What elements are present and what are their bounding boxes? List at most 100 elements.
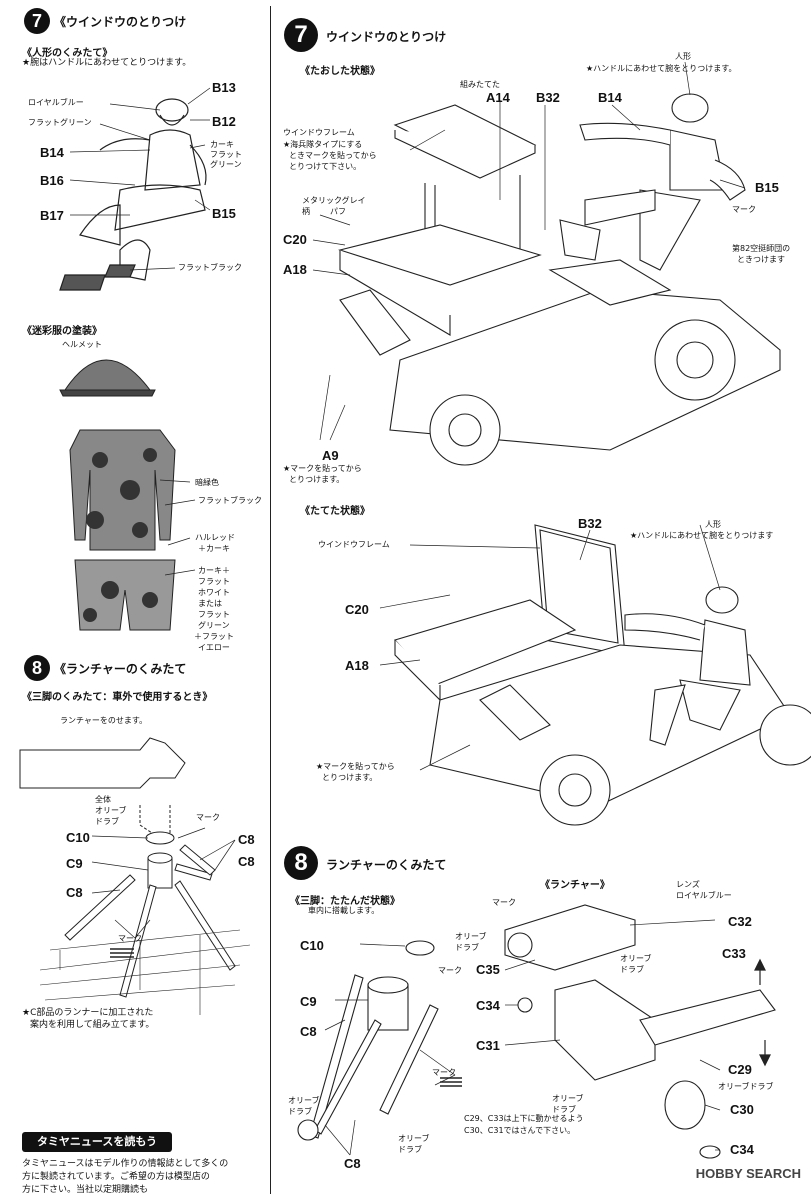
note-mark-2-2: とりつけます。 [322, 773, 378, 782]
launcher-sub: 《ランチャー》 [540, 880, 610, 891]
camo-label-yellow: イエロー [198, 643, 230, 652]
step-8-badge-left: 8 [24, 655, 50, 681]
label-flat-green: フラットグリーン [28, 118, 92, 127]
r8-olive-drab: オリーブドラブ [718, 1082, 774, 1091]
camo-sub: 《迷彩服の塗装》 [22, 326, 102, 337]
label-flat: フラット [210, 150, 242, 159]
news-line-3: 方に下さい。当社以定期購読も [22, 1185, 149, 1195]
camo-label-or: または [198, 599, 222, 608]
tamiya-news-heading: タミヤニュースを読もう [22, 1132, 172, 1152]
r8-mark-3: マーク [432, 1068, 456, 1077]
part-c8-left-3: C8 [238, 854, 255, 869]
part-c10-right: C10 [300, 938, 324, 953]
note-arm-2: ★ハンドルにあわせて腕をとりつけます [630, 531, 774, 540]
column-divider [270, 6, 271, 1194]
label-mark-2: マーク [118, 934, 142, 943]
label-figure-2: 人形 [705, 520, 721, 529]
camo-label-helmet: ヘルメット [62, 340, 102, 349]
r8-mark-1: マーク [492, 898, 516, 907]
note-arm-1: ★ハンドルにあわせて腕をとりつけます。 [586, 64, 737, 73]
label-drab: ドラブ [95, 817, 119, 826]
figure-sub: 《人形のくみたて》 [22, 48, 113, 59]
watermark-logo: HOBBY SEARCH [695, 1166, 801, 1181]
news-line-2: 方に製読されています。ご希望の方は模型店の [22, 1172, 210, 1182]
label-handle: 柄 [302, 207, 310, 216]
part-c35: C35 [476, 962, 500, 977]
part-a18-a: A18 [283, 262, 307, 277]
label-olive: オリーブ [95, 806, 127, 815]
r8-note-2: C30、C31ではさんで下さい。 [464, 1126, 576, 1135]
part-b14: B14 [40, 145, 64, 160]
part-c31: C31 [476, 1038, 500, 1053]
r8-mark-2: マーク [438, 966, 462, 975]
step-7-badge-right: 7 [284, 18, 318, 52]
step-8-title-right: ランチャーのくみたて [326, 858, 447, 872]
camo-label-plus-flat: ＋フラット [194, 632, 234, 641]
step-7-title: 《ウインドウのとりつけ [54, 15, 187, 29]
part-c32: C32 [728, 914, 752, 929]
label-green: グリーン [210, 160, 242, 169]
r8-drab-4: ドラブ [620, 965, 644, 974]
part-b32-b: B32 [578, 516, 602, 531]
part-b14-right: B14 [598, 90, 622, 105]
label-buff: パフ [330, 207, 346, 216]
tripod-sub-left: 《三脚のくみたて：車外で使用するとき》 [22, 692, 213, 703]
part-a18-b: A18 [345, 658, 369, 673]
tripod-note-2: 案内を利用して組み立てます。 [30, 1020, 155, 1030]
part-c10-left: C10 [66, 830, 90, 845]
r8-drab-1: ドラブ [455, 943, 479, 952]
part-c8-right-2: C8 [344, 1156, 361, 1171]
part-c34-a: C34 [476, 998, 500, 1013]
part-c34-b: C34 [730, 1142, 754, 1157]
label-window-frame-1: ウインドウフレーム [283, 128, 355, 137]
tripod-note-1: ★C部品のランナーに加工された [22, 1008, 154, 1018]
note-mark-a9-2: とりつけます。 [289, 475, 345, 484]
camo-label-flat-black: フラットブラック [198, 496, 262, 505]
step-7-title-right: ウインドウのとりつけ [326, 30, 447, 44]
note-82nd-2: ときつけます [737, 255, 785, 264]
part-a14: A14 [486, 90, 510, 105]
label-metallic-gray: メタリックグレイ [302, 196, 366, 205]
camo-label-green: グリーン [198, 621, 230, 630]
tripod-folded-sub: 《三脚：たたんだ状態》 [290, 896, 400, 907]
part-c33: C33 [722, 946, 746, 961]
part-c8-right-1: C8 [300, 1024, 317, 1039]
r8-olive-1: オリーブ [455, 932, 487, 941]
tamiya-news-text: タミヤニュースはモデル作りの情報誌として多くの 方に製読されています。ご希望の方… [22, 1158, 262, 1197]
figure-note: ★腕はハンドルにあわせてとりつけます。 [22, 58, 192, 68]
camo-label-dark-green: 暗緑色 [195, 478, 219, 487]
note-82nd-1: 第82空挺師団の [732, 244, 791, 253]
part-b32-a: B32 [536, 90, 560, 105]
r8-olive-3: オリーブ [398, 1134, 430, 1143]
label-khaki: カーキ [210, 140, 234, 149]
r8-drab-2: ドラブ [288, 1107, 312, 1116]
part-c8-left-1: C8 [66, 885, 83, 900]
part-c29: C29 [728, 1062, 752, 1077]
step-8-badge-right: 8 [284, 846, 318, 880]
part-a9: A9 [322, 448, 339, 463]
camo-label-plus-khaki: ＋カーキ [198, 544, 230, 553]
part-c20-a: C20 [283, 232, 307, 247]
tripod-folded-note: 車内に搭載します。 [308, 906, 380, 915]
note-mark-a9-1: ★マークを貼ってから [283, 464, 362, 473]
state-folded: 《たおした状態》 [300, 66, 380, 77]
camo-label-flat-2: フラット [198, 610, 230, 619]
label-figure-1: 人形 [675, 52, 691, 61]
part-b16: B16 [40, 173, 64, 188]
part-c20-b: C20 [345, 602, 369, 617]
r8-olive-5: オリーブ [552, 1094, 584, 1103]
news-line-1: タミヤニュースはモデル作りの情報誌として多くの [22, 1159, 229, 1169]
part-b15-right: B15 [755, 180, 779, 195]
part-c30: C30 [730, 1102, 754, 1117]
note-marines-3: とりつけて下さい。 [289, 162, 362, 171]
label-mark-1: マーク [196, 813, 220, 822]
step-8-title-left: 《ランチャーのくみたて [54, 662, 187, 676]
r8-olive-2: オリーブ [288, 1096, 320, 1105]
label-flat-black: フラットブラック [178, 263, 242, 272]
label-assembled: 組みたてた [460, 80, 500, 89]
part-b13: B13 [212, 80, 236, 95]
camo-label-khaki-plus: カーキ＋ [198, 566, 230, 575]
r8-olive-4: オリーブ [620, 954, 652, 963]
note-mark-2-1: ★マークを貼ってから [316, 762, 395, 771]
